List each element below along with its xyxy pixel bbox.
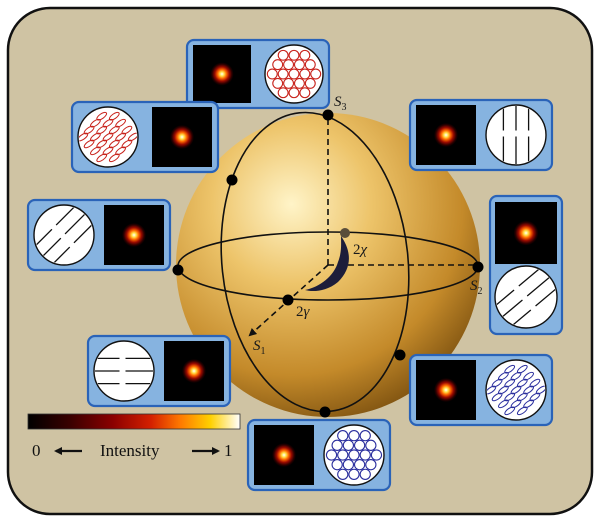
point-s3-pole [322,109,334,121]
colorbar-min-label: 0 [32,441,41,460]
polarization-panels [26,38,564,492]
intensity-colorbar: 0 Intensity 1 [27,413,241,460]
intensity-spot [434,378,458,402]
panel-top-s3 [185,38,331,110]
meridian-ring [220,111,410,413]
panel-upper-left [70,100,220,174]
panel-left [26,198,172,272]
s1-label: S1 [253,338,266,357]
polarization-circle [93,340,155,402]
colorbar-title: Intensity [100,441,160,460]
polarization-circle [323,424,385,486]
panel-lower-right [408,353,554,427]
panel-lower-left [86,334,232,408]
polarization-pattern [325,430,383,480]
point-s2 [472,261,484,273]
gamma-label: 2γ [296,304,311,320]
polarization-pattern [79,111,137,163]
point-bottom-pole [319,406,331,418]
intensity-spot [182,359,206,383]
panel-upper-right [408,98,554,172]
point-left-equator [172,264,184,276]
polarization-circle [264,44,324,104]
polarization-circle [33,204,95,266]
polarization-circle [494,265,558,329]
intensity-spot [272,443,296,467]
poincare-sphere [172,109,484,418]
point-lower-right [394,349,406,361]
s3-label: S3 [334,94,347,113]
intensity-spot [210,62,234,86]
colorbar-max-label: 1 [224,441,233,460]
panel-bottom [246,418,392,492]
s2-label: S2 [470,278,483,297]
chi-angle-arc [305,236,349,292]
polarization-pattern [266,49,322,99]
polarization-circle [485,104,547,166]
polarization-pattern [35,206,93,264]
chi-label: 2χ [353,242,368,258]
point-s1 [282,294,294,306]
intensity-spot [170,125,194,149]
intensity-spot [513,220,539,246]
panel-right-s2 [488,194,564,336]
chi-marker-dot [340,228,350,238]
polarization-pattern [487,364,545,416]
point-upper-left [226,174,238,186]
intensity-spot [122,223,146,247]
intensity-spot [434,123,458,147]
colorbar-gradient [27,413,241,430]
